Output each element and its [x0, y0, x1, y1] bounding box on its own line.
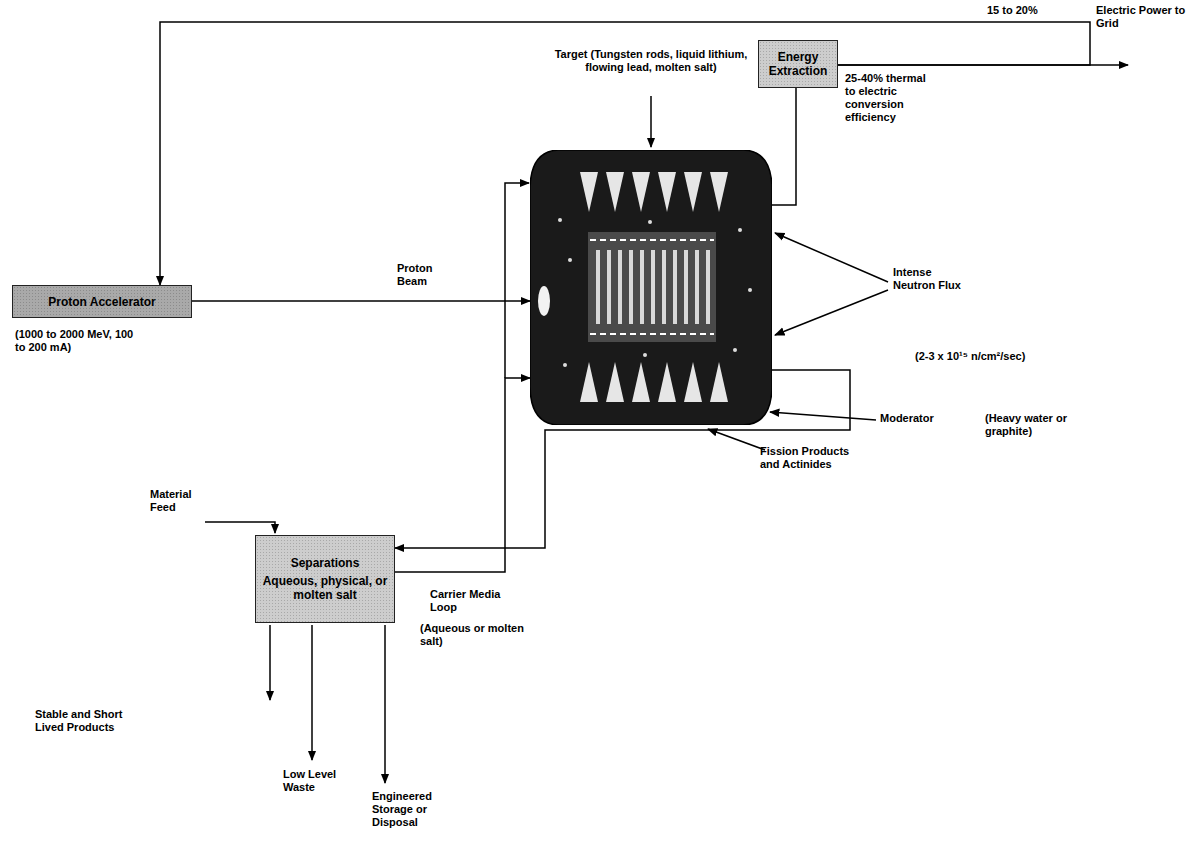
- target-rod: [606, 362, 624, 402]
- vessel-heading: Target (Tungsten rods, liquid lithium, f…: [545, 48, 757, 74]
- note-label: Carrier Media Loop: [430, 588, 520, 614]
- leader-line: [775, 233, 888, 282]
- process-box: SeparationsAqueous, physical, or molten …: [255, 535, 395, 623]
- speckle: [748, 288, 752, 292]
- target-rod: [658, 172, 676, 212]
- connector: [395, 378, 530, 572]
- vessel-outline: [530, 150, 772, 425]
- target-rod: [632, 362, 650, 402]
- edge-label: 15 to 20%: [985, 4, 1040, 17]
- leader-line: [770, 412, 876, 420]
- speckle: [733, 348, 737, 352]
- note-label: Stable and Short Lived Products: [35, 708, 145, 734]
- box-body: Aqueous, physical, or molten salt: [262, 574, 388, 602]
- core-grid: [590, 333, 714, 335]
- core-element: [640, 250, 644, 324]
- note-label: (1000 to 2000 MeV, 100 to 200 mA): [15, 328, 135, 354]
- core-grid: [590, 239, 714, 241]
- speckle: [568, 258, 572, 262]
- note-label: (2-3 x 10¹⁵ n/cm²/sec): [915, 350, 1075, 363]
- core-element: [684, 250, 688, 324]
- leader-line: [650, 96, 652, 147]
- core-element: [673, 250, 677, 324]
- target-rod: [606, 172, 624, 212]
- core-element: [629, 250, 633, 324]
- note-label: Material Feed: [150, 488, 210, 514]
- note-label: 25-40% thermal to electric conversion ef…: [845, 72, 930, 124]
- core-region: [588, 232, 716, 342]
- target-rod: [684, 172, 702, 212]
- speckle: [738, 228, 742, 232]
- feed-arrow: [205, 522, 275, 533]
- core-element: [695, 250, 699, 324]
- speckle: [643, 353, 647, 357]
- process-box: Energy Extraction: [758, 40, 838, 88]
- target-rod: [632, 172, 650, 212]
- core-element: [607, 250, 611, 324]
- leader-line: [708, 429, 765, 450]
- box-title: Separations: [291, 556, 360, 570]
- box-title: Proton Accelerator: [48, 295, 156, 309]
- note-label: Electric Power to Grid: [1096, 4, 1188, 30]
- connector: [192, 300, 530, 302]
- speckle: [648, 220, 652, 224]
- target-rod: [710, 362, 728, 402]
- target-rod: [580, 362, 598, 402]
- core-element: [596, 250, 600, 324]
- note-label: (Aqueous or molten salt): [420, 622, 530, 648]
- target-rod: [710, 172, 728, 212]
- target-rod: [658, 362, 676, 402]
- target-vessel: Target (Tungsten rods, liquid lithium, f…: [530, 150, 772, 425]
- output-arrow: [311, 625, 313, 760]
- output-arrow: [269, 625, 271, 700]
- note-label: Engineered Storage or Disposal: [372, 790, 457, 829]
- vessel-body: [530, 150, 772, 425]
- speckle: [563, 363, 567, 367]
- edge-label: Proton Beam: [395, 262, 459, 288]
- target-rod: [684, 362, 702, 402]
- note-label: Moderator: [880, 412, 960, 425]
- loop-branch: [505, 183, 529, 378]
- beam-window: [538, 286, 550, 316]
- note-label: (Heavy water or graphite): [985, 412, 1070, 438]
- target-rod: [580, 172, 598, 212]
- core-element: [651, 250, 655, 324]
- note-label: Low Level Waste: [283, 768, 353, 794]
- accelerator-box: Proton Accelerator: [12, 285, 192, 318]
- note-label: Intense Neutron Flux: [893, 266, 973, 292]
- output-arrow: [384, 625, 386, 783]
- connector: [772, 88, 796, 205]
- core-element: [706, 250, 710, 324]
- box-title: Energy Extraction: [765, 50, 831, 78]
- speckle: [558, 218, 562, 222]
- leader-line: [775, 290, 888, 335]
- note-label: Fission Products and Actinides: [760, 445, 870, 471]
- core-element: [618, 250, 622, 324]
- core-element: [662, 250, 666, 324]
